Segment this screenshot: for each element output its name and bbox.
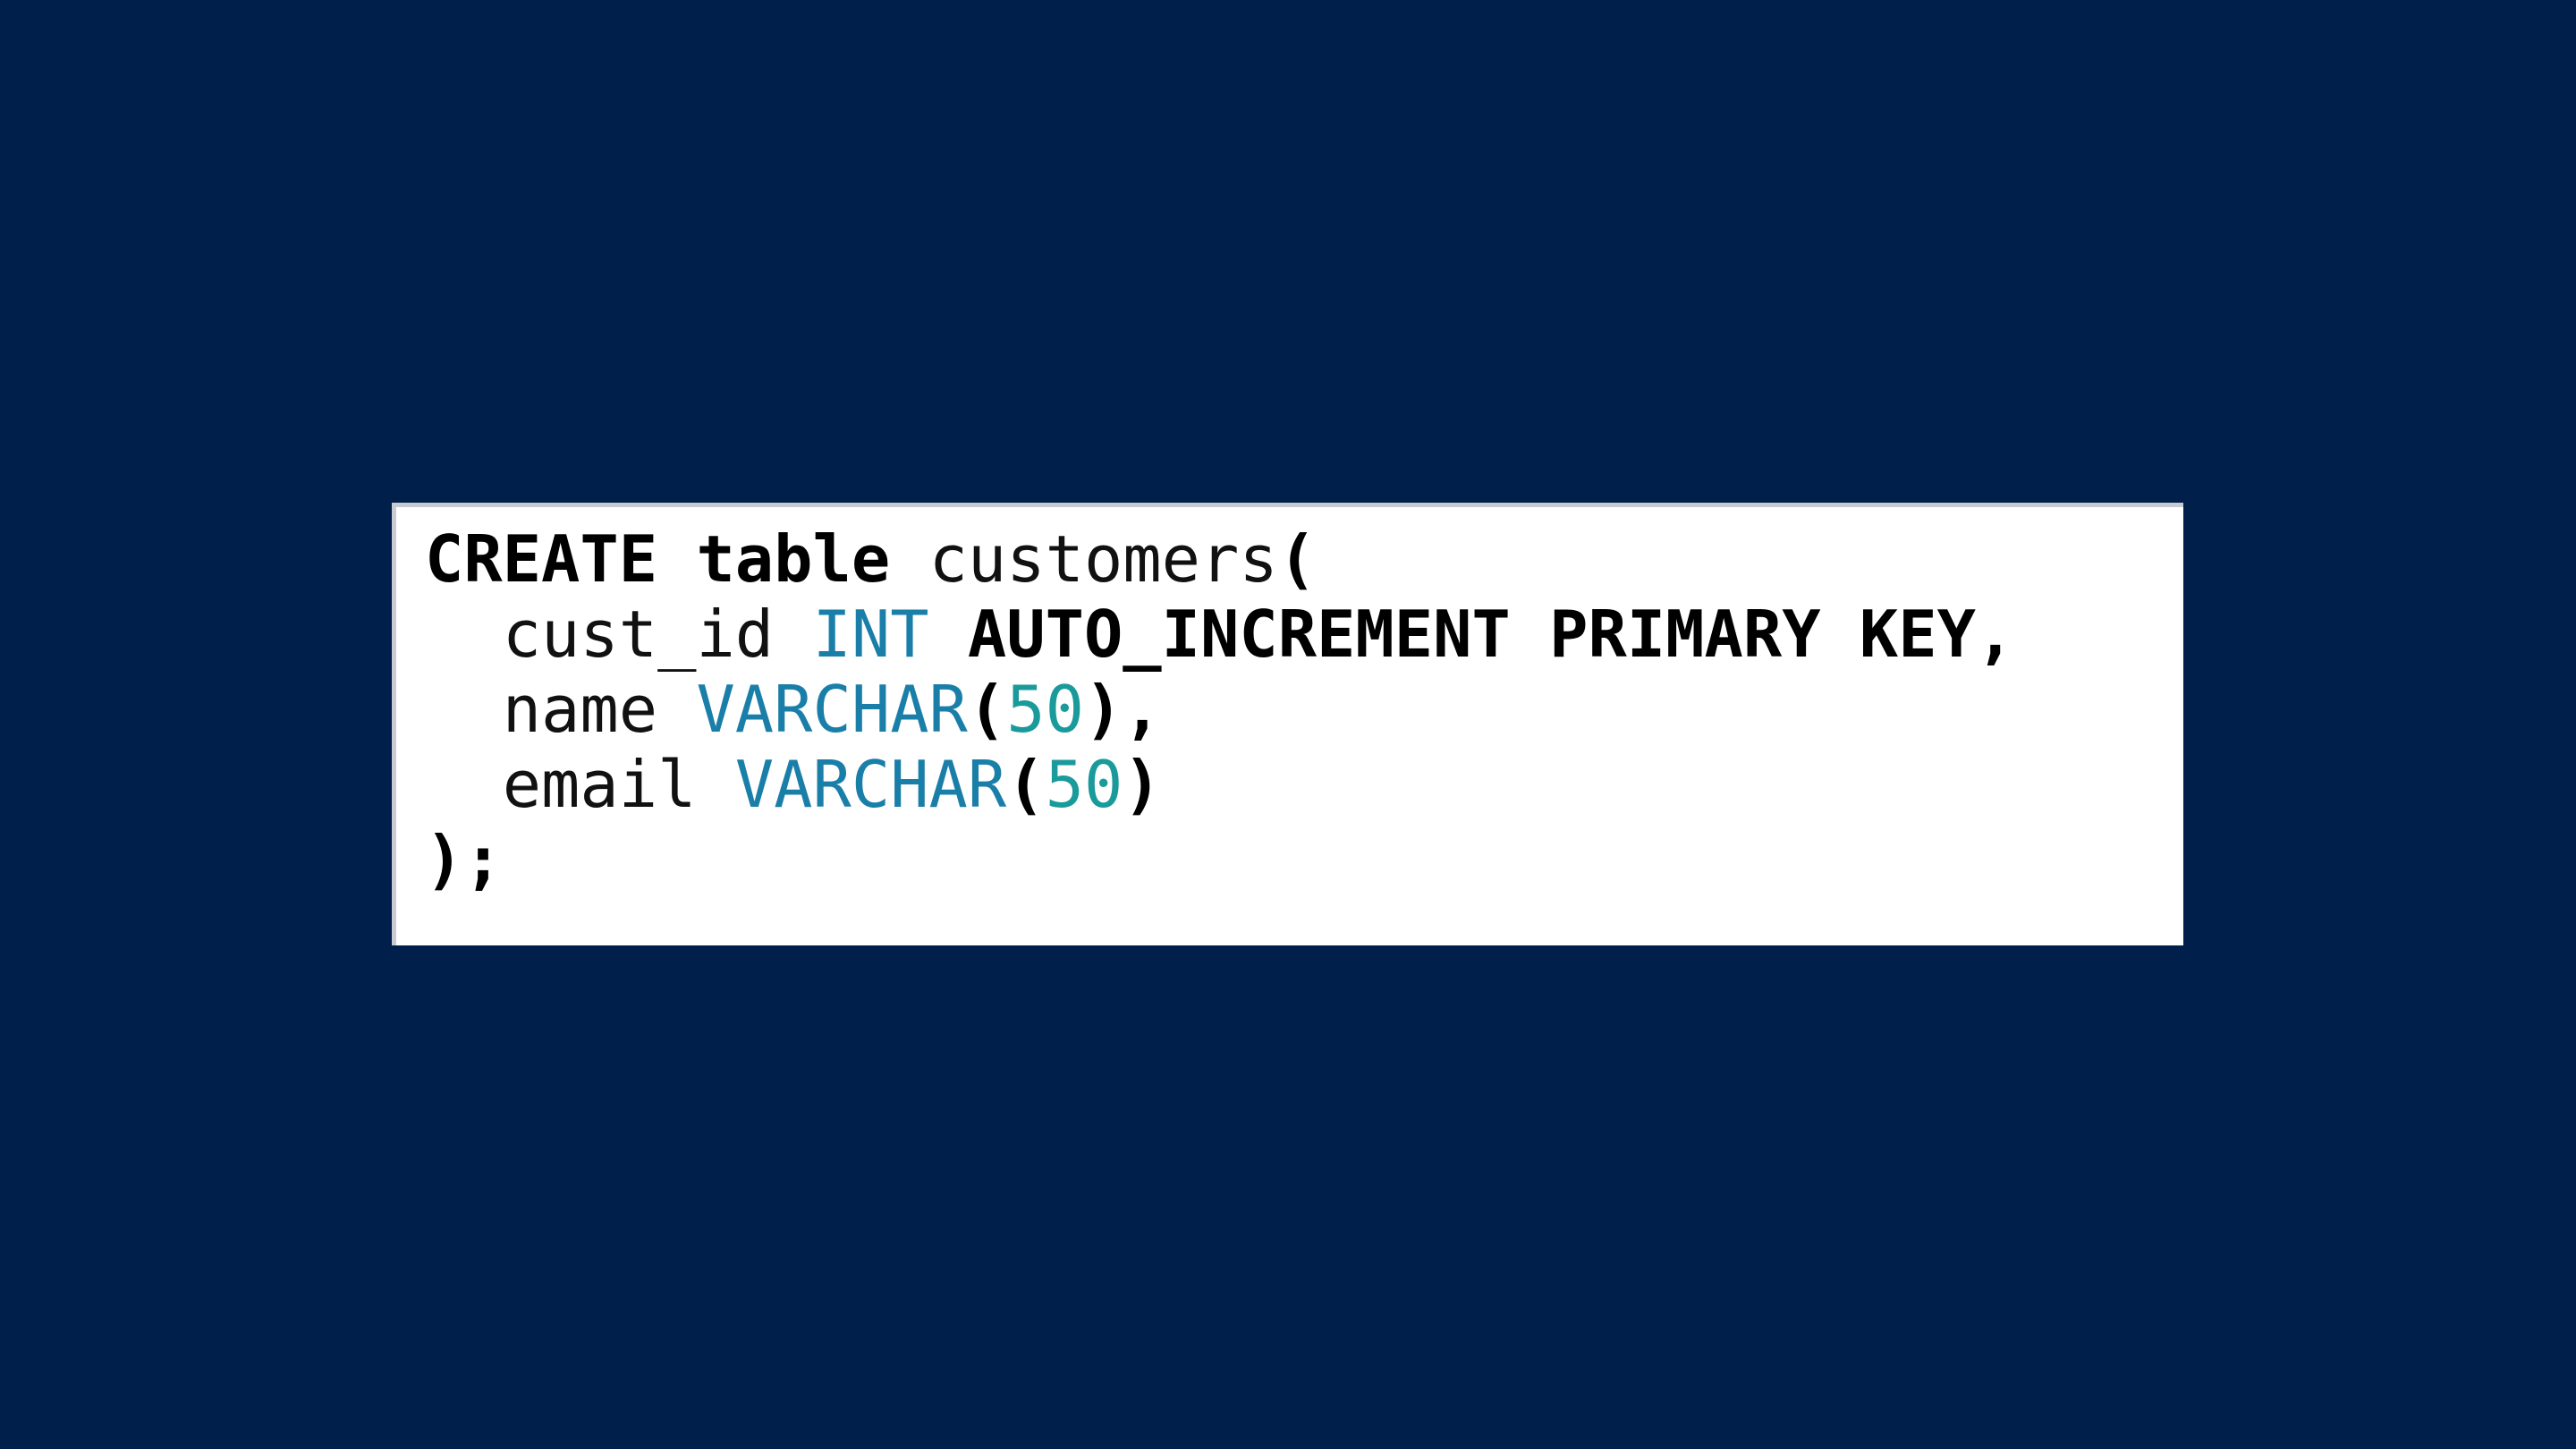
code-block: CREATE table customers( cust_id INT AUTO…: [392, 503, 2183, 945]
open-paren: (: [1006, 747, 1046, 822]
code-line-5: );: [425, 822, 2014, 897]
column-name: email: [502, 747, 697, 822]
open-paren: (: [1277, 521, 1318, 597]
column-type: VARCHAR: [734, 747, 1007, 822]
comma: ,: [1123, 672, 1162, 747]
indent: [425, 672, 503, 747]
table-name: customers: [928, 521, 1278, 597]
indent: [425, 747, 503, 822]
column-type: INT: [812, 597, 929, 672]
comma: ,: [1975, 597, 2015, 672]
column-modifiers: AUTO_INCREMENT PRIMARY KEY: [967, 597, 1976, 672]
code-line-3: name VARCHAR(50),: [425, 672, 2014, 747]
type-size: 50: [1006, 672, 1084, 747]
column-type: VARCHAR: [696, 672, 968, 747]
type-size: 50: [1045, 747, 1123, 822]
keyword-table: table: [696, 521, 891, 597]
column-name: cust_id: [502, 597, 775, 672]
keyword-create: CREATE: [425, 521, 658, 597]
close-paren: ): [1123, 747, 1162, 822]
statement-end: );: [425, 822, 503, 897]
code-line-4: email VARCHAR(50): [425, 747, 2014, 822]
close-paren: ): [1083, 672, 1123, 747]
open-paren: (: [967, 672, 1007, 747]
sql-code: CREATE table customers( cust_id INT AUTO…: [425, 521, 2014, 897]
indent: [425, 597, 503, 672]
column-name: name: [502, 672, 658, 747]
code-line-2: cust_id INT AUTO_INCREMENT PRIMARY KEY,: [425, 597, 2015, 672]
code-line-1: CREATE table customers(: [425, 521, 2014, 597]
